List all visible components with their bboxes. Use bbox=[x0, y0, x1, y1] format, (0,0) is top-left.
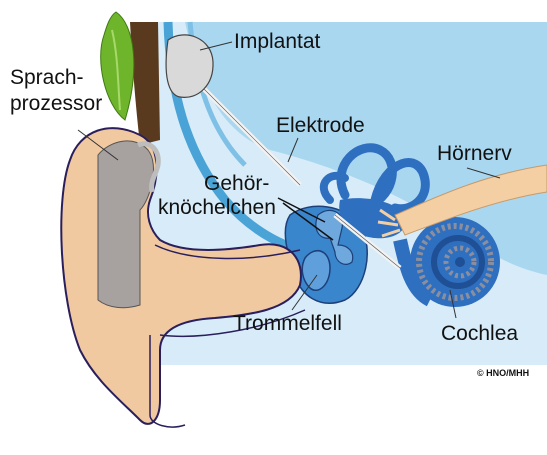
label-electrode: Elektrode bbox=[276, 114, 365, 137]
leader-eardrum bbox=[291, 274, 318, 311]
credit-text: © HNO/MHH bbox=[477, 368, 529, 378]
semicircular-canal-3 bbox=[319, 171, 349, 204]
scalp-brown bbox=[130, 22, 160, 145]
label-speech-processor-line1: Sprach- bbox=[10, 66, 84, 89]
label-eardrum: Trommelfell bbox=[233, 312, 342, 335]
cochlea-spiral bbox=[393, 217, 500, 307]
leader-electrode bbox=[287, 137, 299, 163]
nerve-fibers bbox=[377, 208, 401, 238]
vestibule bbox=[339, 198, 406, 239]
label-auditory-nerve: Hörnerv bbox=[437, 142, 512, 165]
label-implant: Implantat bbox=[234, 30, 321, 53]
leader-cochlea bbox=[449, 289, 457, 319]
semicircular-canal-1 bbox=[336, 143, 397, 210]
leader-nerve bbox=[466, 167, 501, 179]
ear-canal-lining bbox=[154, 244, 306, 338]
auditory-nerve bbox=[394, 164, 547, 236]
processor-earhook bbox=[137, 141, 161, 193]
leader-implant bbox=[199, 41, 233, 51]
leader-ossicles-1 bbox=[277, 197, 326, 223]
label-ossicles-line2: knöchelchen bbox=[158, 196, 276, 219]
semicircular-canal-2 bbox=[370, 158, 430, 214]
electrode-lead-outline bbox=[199, 84, 401, 269]
implant-body bbox=[165, 34, 214, 98]
leader-processor bbox=[77, 129, 119, 161]
label-ossicles-line1: Gehör- bbox=[204, 172, 269, 195]
leader-ossicles-2 bbox=[282, 202, 334, 241]
label-speech-processor-line2: prozessor bbox=[10, 92, 102, 115]
coil-highlight bbox=[111, 29, 121, 111]
eardrum bbox=[301, 249, 331, 291]
ear-lobe-edge bbox=[149, 335, 186, 428]
label-cochlea: Cochlea bbox=[441, 322, 518, 345]
